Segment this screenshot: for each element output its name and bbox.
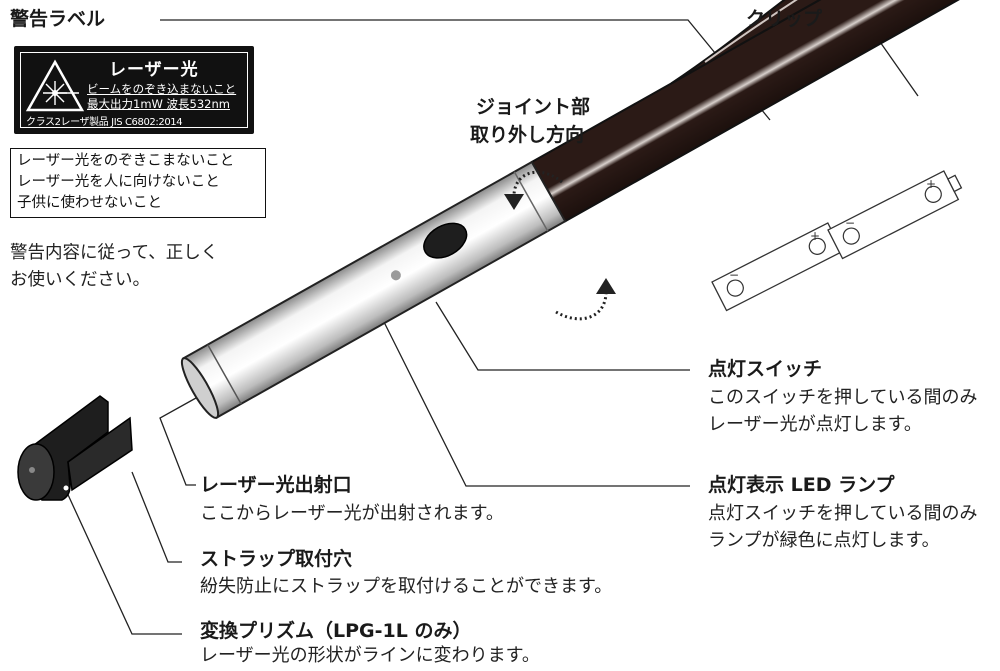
battery-right-minus: − xyxy=(845,216,855,230)
sticker-title: レーザー光 xyxy=(109,60,199,80)
prism-desc: レーザー光の形状がラインに変わります。 xyxy=(200,645,540,666)
joint-rotation-arrows xyxy=(512,170,608,321)
warning-note-line-2: お使いください。 xyxy=(10,270,150,290)
led-lamp xyxy=(390,270,401,281)
prism-title: 変換プリズム（LPG-1L のみ） xyxy=(200,620,472,642)
joint-label-line-1: ジョイント部 xyxy=(476,96,591,118)
switch-desc-2: レーザー光が点灯します。 xyxy=(708,414,922,435)
caution-item: 子供に使わせないこと xyxy=(17,195,162,211)
switch-title: 点灯スイッチ xyxy=(708,358,823,380)
leader-aperture xyxy=(159,397,197,486)
aperture-title: レーザー光出射口 xyxy=(200,474,352,496)
switch-button xyxy=(423,222,468,259)
led-desc-2: ランプが緑色に点灯します。 xyxy=(708,530,940,551)
pointer-body xyxy=(180,0,1000,419)
battery-right-plus: + xyxy=(926,177,936,191)
warning-label-heading: 警告ラベル xyxy=(10,8,106,30)
sticker-line-1: ビームをのぞき込まないこと xyxy=(87,82,237,96)
leader-led xyxy=(383,321,690,487)
laser-warning-sticker: レーザー光 ビームをのぞき込まないこと 最大出力1mW 波長532nm クラス2… xyxy=(14,46,254,134)
sticker-line-3: クラス2レーザ製品 JIS C6802:2014 xyxy=(26,117,183,128)
strap-desc: 紛失防止にストラップを取付けることができます。 xyxy=(200,576,613,597)
leader-prism xyxy=(63,485,182,635)
prism-cap xyxy=(17,395,133,501)
switch-desc-1: このスイッチを押している間のみ xyxy=(708,387,978,408)
joint-label-line-2: 取り外し方向 xyxy=(470,124,585,146)
caution-item: レーザー光を人に向けないこと xyxy=(17,174,220,190)
battery-right xyxy=(827,170,963,260)
aperture-desc: ここからレーザー光が出射されます。 xyxy=(200,503,504,524)
leader-switch xyxy=(435,301,690,371)
laser-hazard-icon xyxy=(25,59,85,112)
caution-box: レーザー光をのぞきこまないこと レーザー光を人に向けないこと 子供に使わせないこ… xyxy=(10,148,266,218)
battery-left-minus: − xyxy=(729,268,739,282)
led-desc-1: 点灯スイッチを押している間のみ xyxy=(708,503,978,524)
warning-note-line-1: 警告内容に従って、正しく xyxy=(10,243,219,263)
led-title: 点灯表示 LED ランプ xyxy=(708,474,895,496)
sticker-line-2: 最大出力1mW 波長532nm xyxy=(87,97,230,111)
strap-title: ストラップ取付穴 xyxy=(200,548,353,570)
clip-label: クリップ xyxy=(746,8,823,30)
battery-left-plus: + xyxy=(810,229,820,243)
caution-item: レーザー光をのぞきこまないこと xyxy=(17,153,235,169)
leader-strap xyxy=(131,471,182,563)
